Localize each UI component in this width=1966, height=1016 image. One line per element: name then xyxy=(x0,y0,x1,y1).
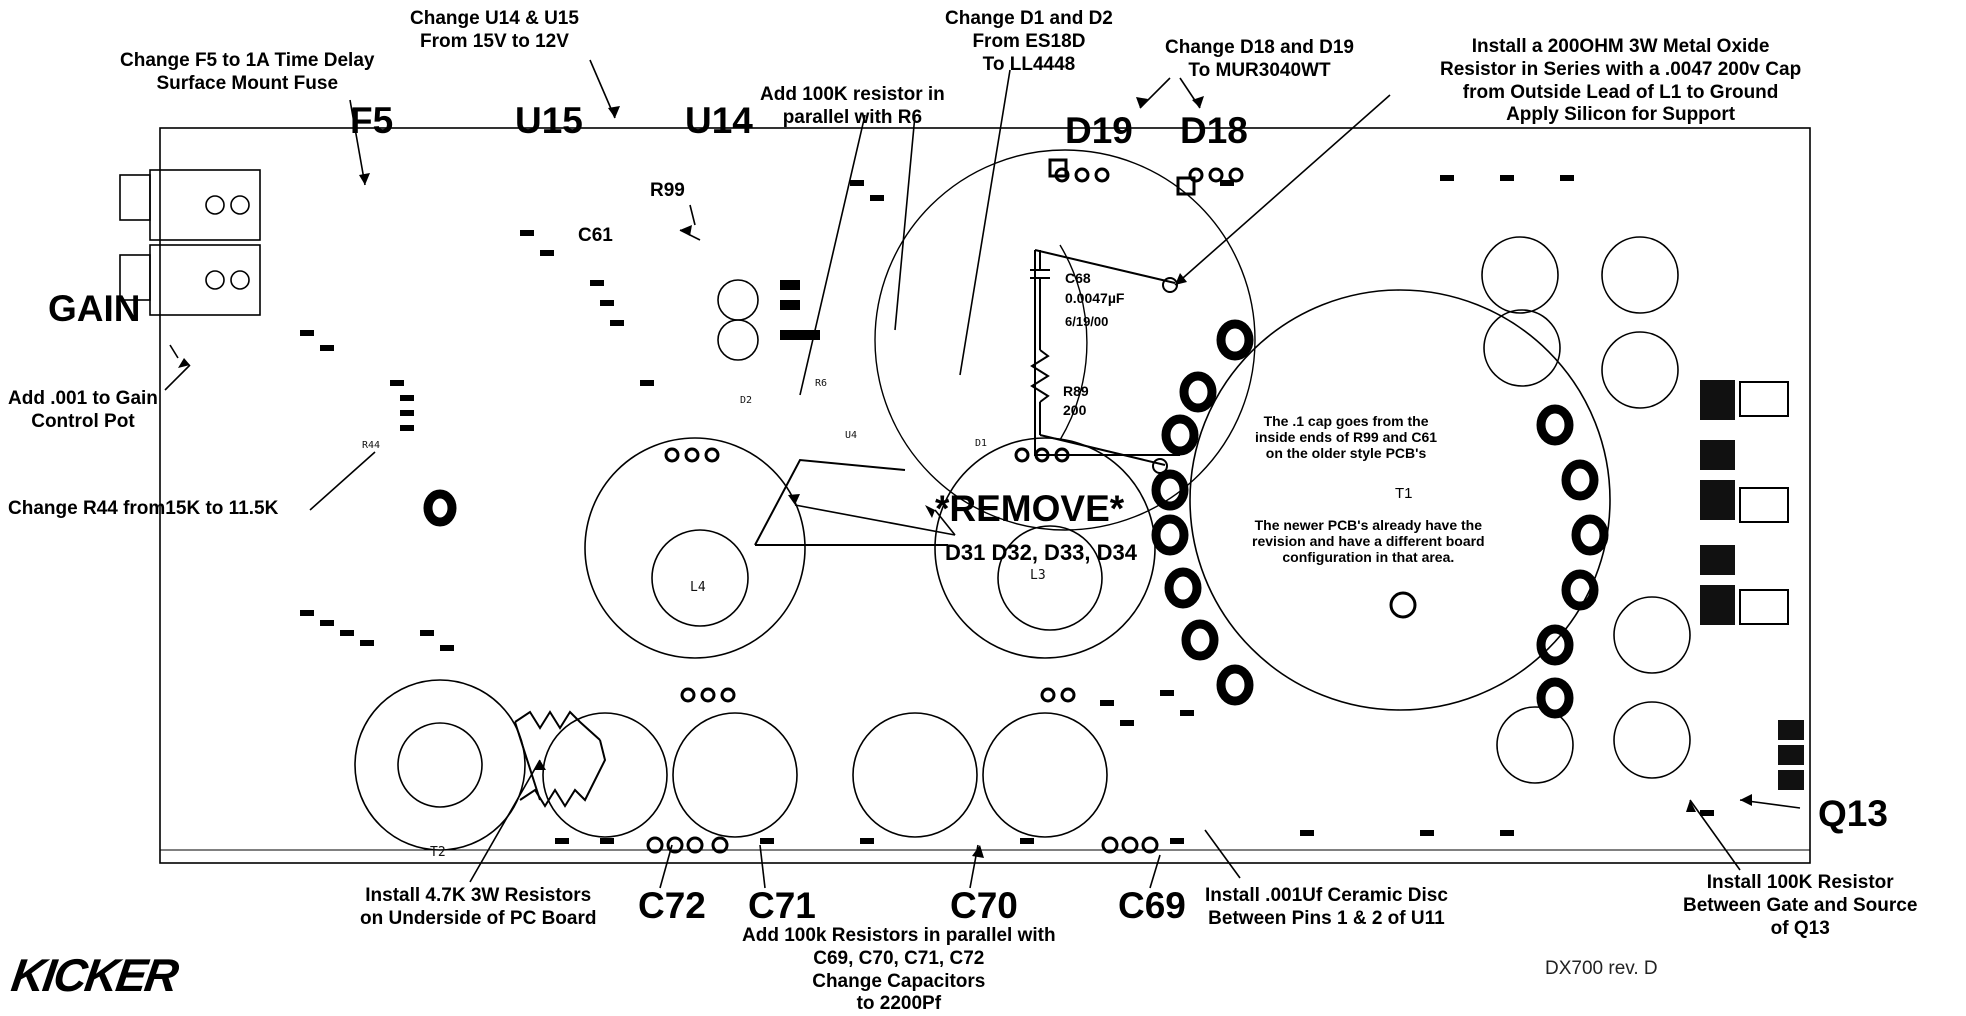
ref-u14: U14 xyxy=(685,100,753,141)
ref-d18: D18 xyxy=(1180,110,1248,151)
d1-label: D1 xyxy=(975,438,988,449)
note-remove-list: D31 D32, D33, D34 xyxy=(945,540,1137,565)
c68-r89-callout-box xyxy=(1034,250,1180,456)
note-remove: *REMOVE* xyxy=(935,488,1125,529)
transformer-t1 xyxy=(1189,289,1611,711)
u4-label: U4 xyxy=(845,430,858,441)
r44-label: R44 xyxy=(362,440,381,451)
ref-c69: C69 xyxy=(1118,885,1186,926)
ref-c71: C71 xyxy=(748,885,816,926)
kicker-logo: KICKER xyxy=(8,949,180,1001)
c68-value: 0.0047µF xyxy=(1065,290,1125,306)
board-outline xyxy=(159,127,1811,864)
ref-c72: C72 xyxy=(638,885,706,926)
ref-u15: U15 xyxy=(515,100,583,141)
d2-label: D2 xyxy=(740,395,753,406)
r89-value: 200 xyxy=(1063,402,1087,418)
c68-date: 6/19/00 xyxy=(1065,314,1109,329)
ref-c70: C70 xyxy=(950,885,1018,926)
r89-label: R89 xyxy=(1063,383,1089,399)
t2-label: T2 xyxy=(430,845,446,860)
r6-label: R6 xyxy=(815,378,828,389)
c68-label: C68 xyxy=(1065,270,1091,286)
revision-label: DX700 rev. D xyxy=(1545,958,1658,979)
ref-c61: C61 xyxy=(578,225,613,246)
t1-label: T1 xyxy=(1395,485,1413,502)
inductor-l4 xyxy=(584,437,806,659)
transformer-t2 xyxy=(354,679,526,851)
ref-d19: D19 xyxy=(1065,110,1133,151)
ref-f5: F5 xyxy=(350,100,394,141)
ref-q13: Q13 xyxy=(1818,793,1888,834)
ref-r99: R99 xyxy=(650,180,685,201)
ref-gain: GAIN xyxy=(48,288,141,329)
note-change-r44: Change R44 from15K to 11.5K xyxy=(8,498,279,519)
inductor-l3 xyxy=(934,437,1156,659)
l3-label: L3 xyxy=(1030,568,1046,583)
l4-label: L4 xyxy=(690,580,706,595)
